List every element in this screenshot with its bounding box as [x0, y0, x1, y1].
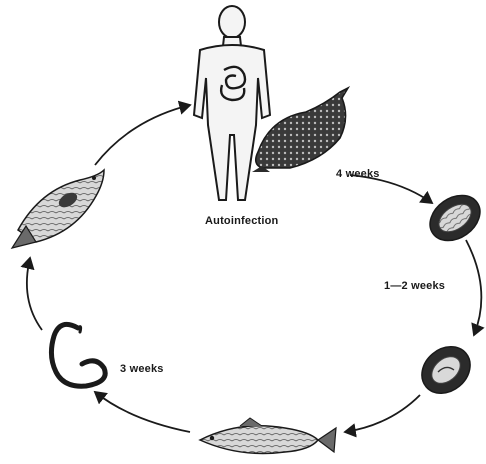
one-two-weeks-label: 1—2 weeks [384, 280, 445, 292]
arrow-top-left [95, 105, 190, 165]
larva-worm-icon [51, 324, 105, 386]
egg-icon-upper [421, 186, 486, 250]
egg-icon-lower [413, 337, 480, 403]
fish-icon-bottom [200, 418, 336, 454]
four-weeks-label: 4 weeks [336, 168, 380, 180]
arrow-left-side [27, 258, 42, 330]
autoinfection-label: Autoinfection [205, 215, 278, 227]
fish-icon-left [12, 170, 104, 248]
arrow-bottom-left [95, 392, 190, 432]
arrow-right-side [466, 240, 481, 335]
arrow-bottom-right [345, 395, 420, 432]
three-weeks-label: 3 weeks [120, 363, 164, 375]
